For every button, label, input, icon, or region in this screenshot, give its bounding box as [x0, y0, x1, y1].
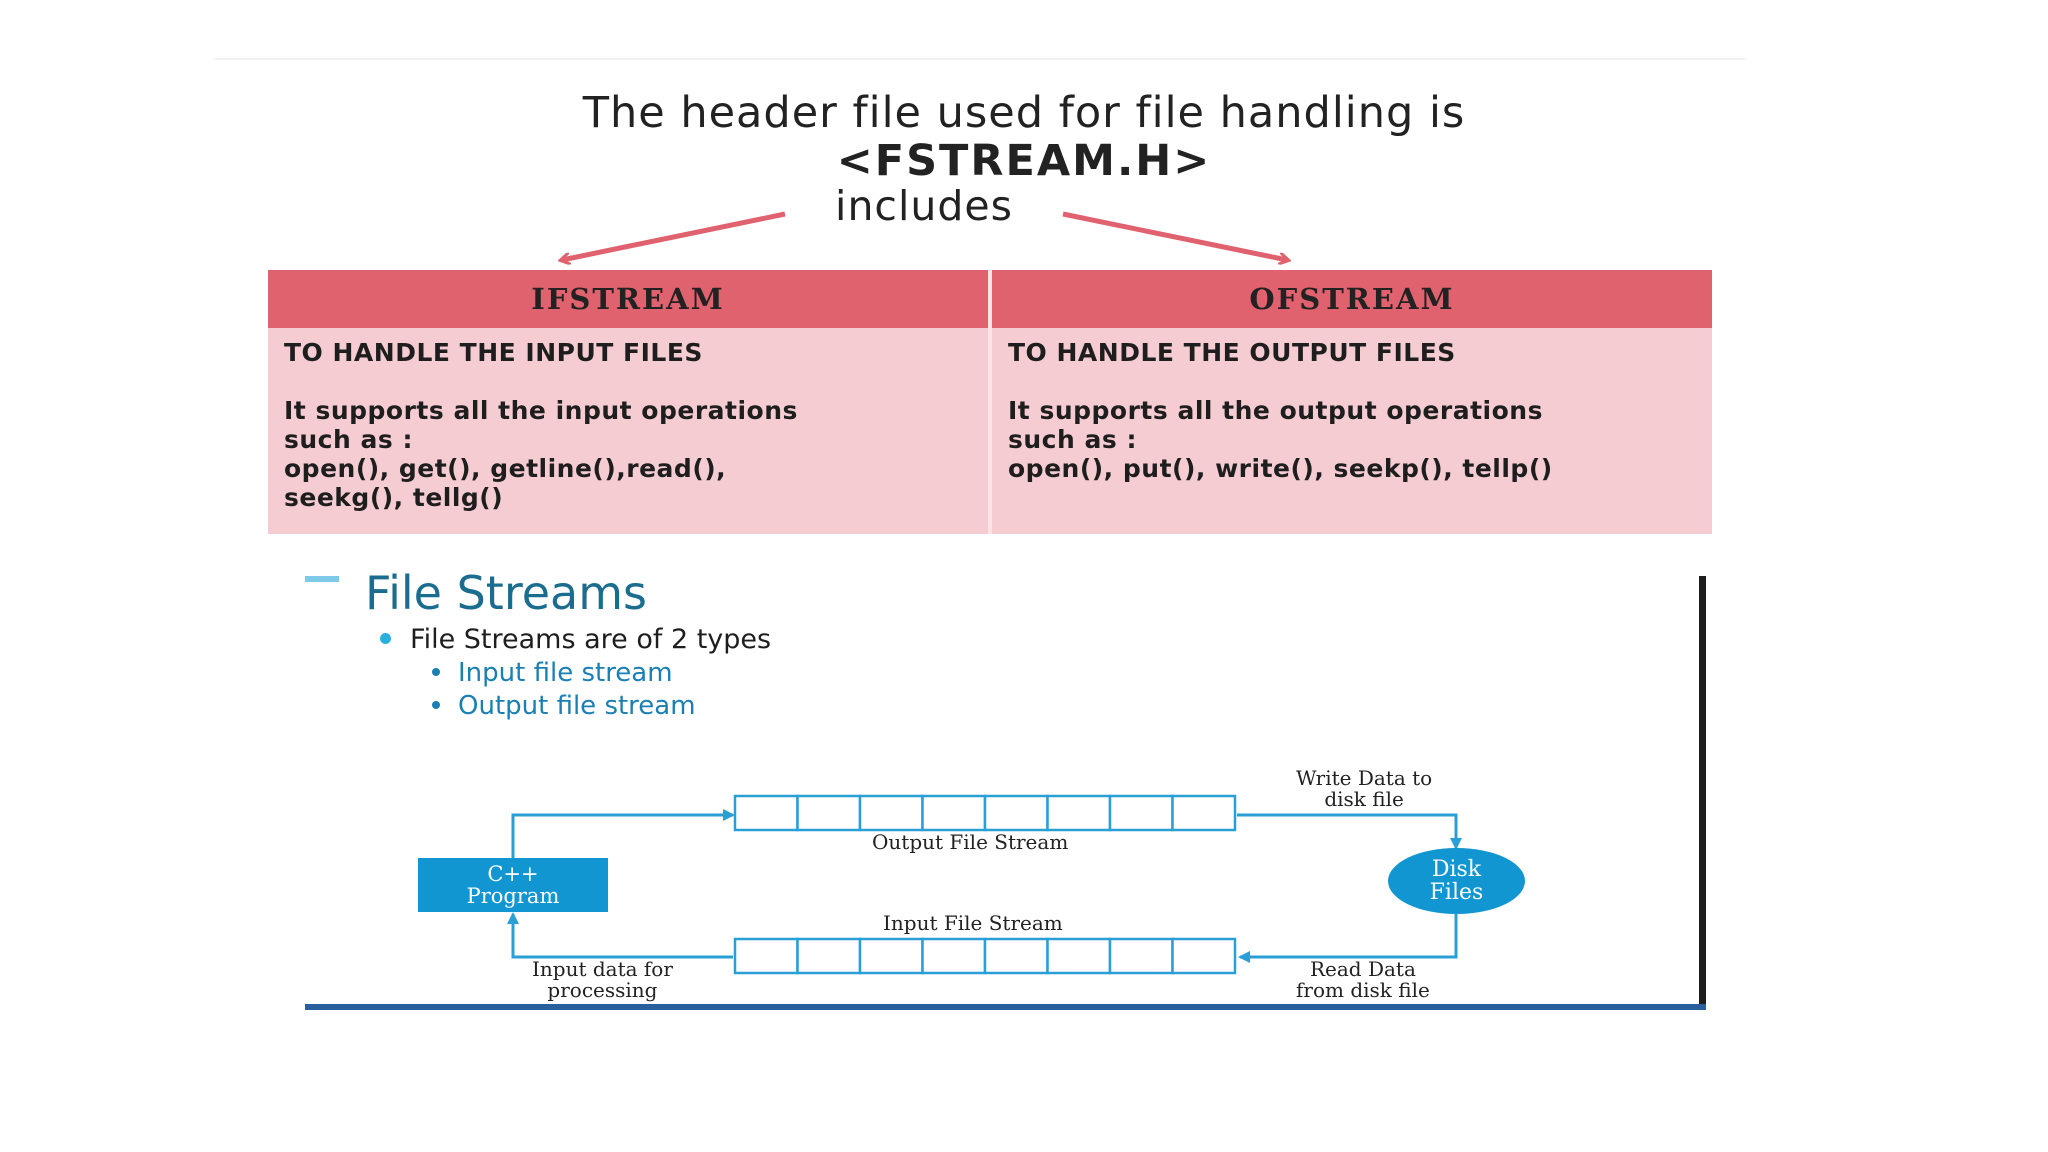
output-buffer-cell: [858, 794, 924, 832]
program-label-line-2: Program: [466, 884, 560, 908]
write-data-label: Write Data to disk file: [1296, 768, 1432, 810]
ofstream-purpose: TO HANDLE THE OUTPUT FILES: [1008, 338, 1456, 367]
cpp-program-box: C++ Program: [418, 858, 608, 912]
input-buffer-cells: [733, 937, 1237, 975]
write-label-line-1: Write Data to: [1296, 766, 1433, 790]
output-buffer-cell: [796, 794, 862, 832]
input-to-program-line: [507, 912, 733, 959]
ifstream-description-line-2: such as :: [284, 425, 413, 454]
read-label-line-2: from disk file: [1296, 978, 1430, 1002]
write-label-line-2: disk file: [1324, 787, 1404, 811]
sub-bullet-text-input: Input file stream: [458, 658, 673, 688]
program-label-line-1: C++: [487, 862, 539, 886]
processing-label-line-1: Input data for: [532, 957, 673, 981]
read-label-line-1: Read Data: [1309, 957, 1416, 981]
ifstream-description-line-1: It supports all the input operations: [284, 396, 798, 425]
ifstream-column: IFSTREAM TO HANDLE THE INPUT FILES It su…: [268, 270, 988, 534]
header-includes: includes: [835, 182, 1013, 230]
output-buffer-cell: [1171, 794, 1237, 832]
fstream-table: IFSTREAM TO HANDLE THE INPUT FILES It su…: [268, 270, 1712, 534]
output-buffer-cell: [921, 794, 987, 832]
disk-files-node: Disk Files: [1388, 848, 1525, 914]
input-buffer-cell: [1108, 937, 1174, 975]
input-buffer-cell: [733, 937, 799, 975]
bullet-text: File Streams are of 2 types: [410, 624, 772, 655]
slide-accent-bar: [305, 576, 339, 582]
file-streams-slide: [305, 576, 1707, 1010]
ifstream-heading: IFSTREAM: [268, 270, 988, 328]
header-filename: <FSTREAM.H>: [836, 136, 1212, 186]
input-buffer-cell: [921, 937, 987, 975]
output-stream-label: Output File Stream: [872, 830, 1069, 854]
output-buffer-cell: [733, 794, 799, 832]
ofstream-description-line-1: It supports all the output operations: [1008, 396, 1543, 425]
program-to-output-line: [511, 809, 735, 858]
bullet-dot-icon: [432, 667, 440, 676]
ifstream-body: TO HANDLE THE INPUT FILES It supports al…: [268, 328, 988, 512]
output-buffer-cell: [983, 794, 1049, 832]
output-buffer-cell: [1046, 794, 1112, 832]
bullet-dot-icon: [380, 633, 391, 644]
ofstream-operations-line-1: open(), put(), write(), seekp(), tellp(): [1008, 454, 1553, 483]
slide-right-border: [1699, 576, 1706, 1010]
ofstream-column: OFSTREAM TO HANDLE THE OUTPUT FILES It s…: [992, 270, 1712, 534]
output-buffer-cells: [733, 794, 1237, 832]
ifstream-purpose: TO HANDLE THE INPUT FILES: [284, 338, 703, 367]
output-to-disk-line: [1237, 813, 1462, 850]
input-buffer-cell: [796, 937, 862, 975]
input-stream-label: Input File Stream: [883, 911, 1063, 935]
bullet-dot-icon: [432, 700, 440, 709]
ifstream-operations-line-1: open(), get(), getline(),read(),: [284, 454, 727, 483]
sub-bullet-item: Output file stream: [432, 691, 696, 721]
input-buffer-cell: [1171, 937, 1237, 975]
disk-to-input-line: [1238, 914, 1458, 963]
ofstream-heading: OFSTREAM: [992, 270, 1712, 328]
file-streams-title: File Streams: [365, 566, 647, 620]
input-buffer-cell: [858, 937, 924, 975]
top-divider: [215, 58, 1745, 60]
input-buffer-cell: [983, 937, 1049, 975]
header-line-1: The header file used for file handling i…: [582, 88, 1466, 138]
slide-bottom-border: [305, 1004, 1706, 1010]
read-data-label: Read Data from disk file: [1296, 959, 1430, 1001]
input-buffer-cell: [1046, 937, 1112, 975]
sub-bullet-item: Input file stream: [432, 658, 673, 688]
bullet-item: File Streams are of 2 types: [380, 624, 771, 655]
ofstream-body: TO HANDLE THE OUTPUT FILES It supports a…: [992, 328, 1712, 483]
input-processing-label: Input data for processing: [532, 959, 673, 1001]
ofstream-description-line-2: such as :: [1008, 425, 1137, 454]
disk-label-line-1: Disk: [1431, 857, 1482, 882]
sub-bullet-text-output: Output file stream: [458, 691, 696, 721]
ifstream-operations-line-2: seekg(), tellg(): [284, 483, 504, 512]
disk-label-line-2: Files: [1429, 880, 1484, 905]
output-buffer-cell: [1108, 794, 1174, 832]
processing-label-line-2: processing: [547, 978, 658, 1002]
